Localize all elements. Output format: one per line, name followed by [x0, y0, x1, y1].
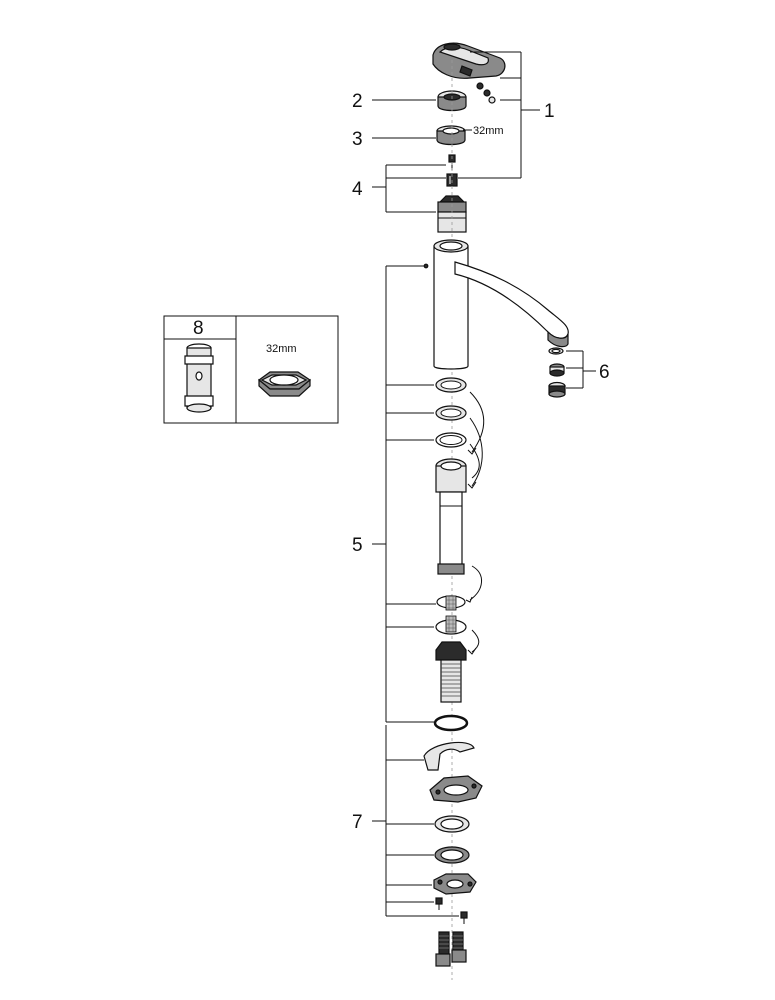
- sleeve-pipe: [435, 458, 467, 575]
- callout-4-bracket: [372, 164, 446, 213]
- callout-1-label: 1: [544, 101, 555, 122]
- aerator-housing: [548, 381, 566, 398]
- supply-hose-connectors: [435, 931, 467, 967]
- aerator-gasket: [548, 347, 564, 355]
- lever-handle: [432, 42, 506, 79]
- callout-6-label: 6: [599, 362, 610, 383]
- callout-1-bracket: [458, 51, 540, 179]
- box-ring-nut: [258, 371, 312, 397]
- o-ring-2: [435, 405, 467, 421]
- assembly-arrows: [465, 391, 485, 655]
- washer-2: [434, 846, 470, 864]
- mounting-tool-sleeve: [184, 343, 214, 413]
- callout-4-label: 4: [352, 179, 363, 200]
- mesh-filter-2: [435, 615, 467, 635]
- fixing-plate: [433, 873, 477, 895]
- washer-1: [434, 815, 470, 833]
- cartridge: [437, 195, 467, 233]
- o-ring-3: [435, 432, 467, 448]
- callout-7-label: 7: [352, 812, 363, 833]
- mesh-filter-1: [436, 595, 466, 611]
- horseshoe-washer: [423, 741, 475, 771]
- faucet-body: [423, 239, 569, 370]
- ring-nut-32mm: [436, 125, 466, 146]
- callout-5-label: 5: [352, 535, 363, 556]
- threaded-shank: [435, 641, 467, 703]
- o-ring-1: [435, 377, 467, 393]
- base-o-ring: [433, 714, 469, 732]
- callout-2-label: 2: [352, 91, 363, 112]
- ring-dimension-label: 32mm: [473, 125, 504, 137]
- callout-5-bracket: [372, 265, 436, 723]
- aerator-insert: [549, 363, 565, 377]
- handle-screw-set: [476, 82, 496, 104]
- callout-3-label: 3: [352, 129, 363, 150]
- box-ring-dimension-label: 32mm: [266, 343, 297, 355]
- cover-cap: [437, 90, 467, 112]
- callout-7-bracket: [372, 725, 459, 917]
- mounting-bracket: [429, 775, 483, 803]
- callout-6-bracket: [566, 350, 596, 389]
- callout-8-label: 8: [193, 318, 204, 339]
- fixing-screws: [435, 897, 468, 924]
